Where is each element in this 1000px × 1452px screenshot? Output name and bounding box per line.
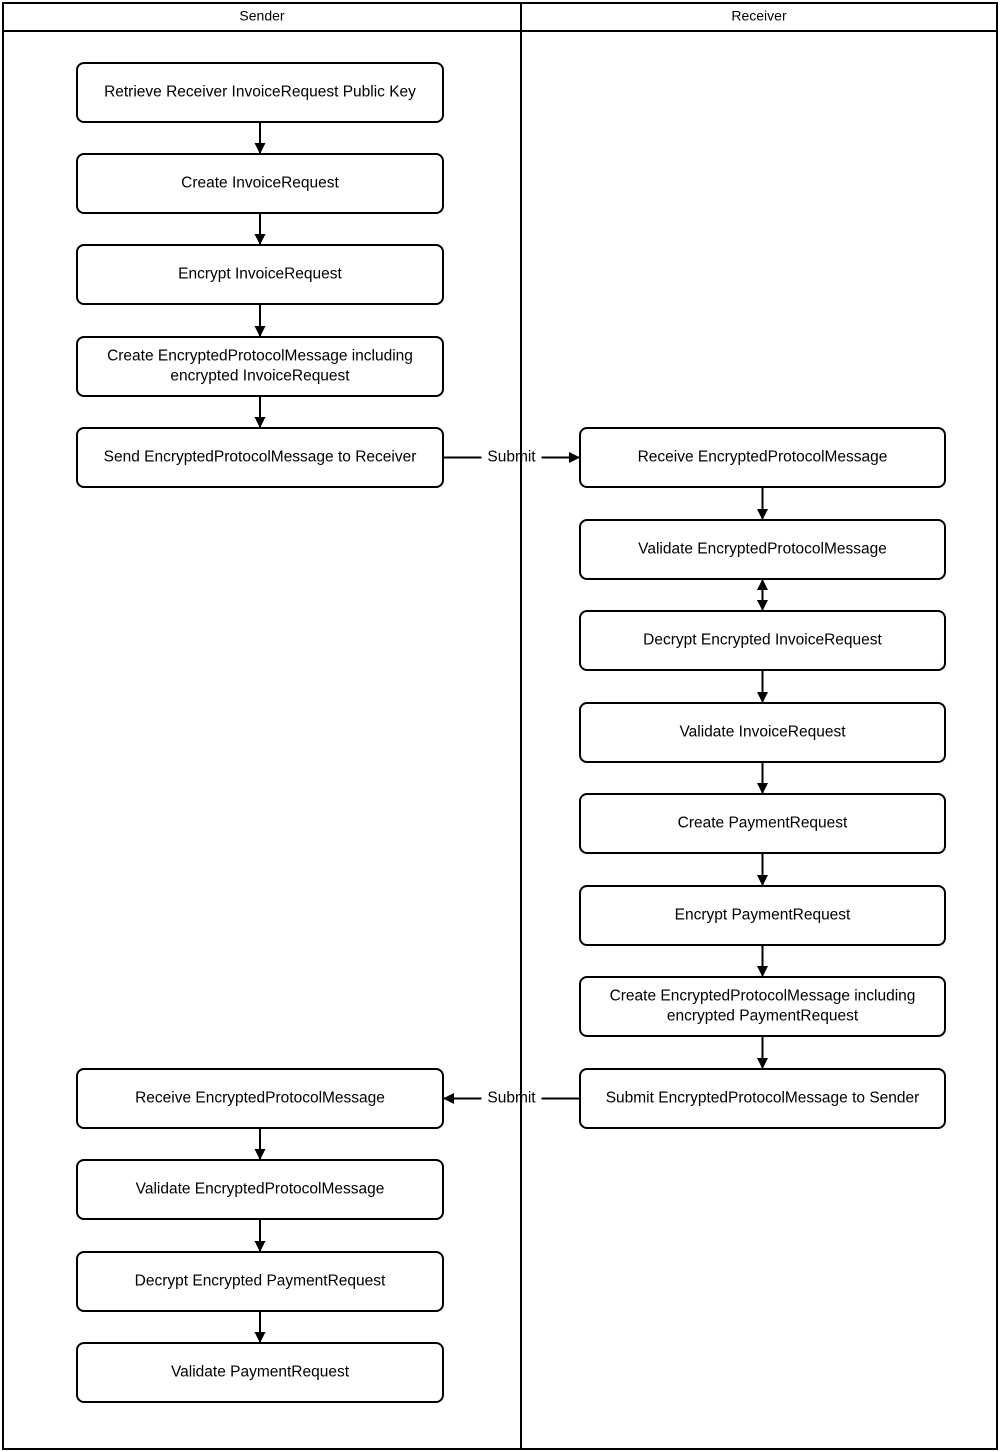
- flow-edge: [254, 304, 266, 337]
- arrowhead-up: [757, 579, 768, 590]
- flow-node[interactable]: Encrypt InvoiceRequest: [76, 244, 444, 305]
- flow-node[interactable]: Validate EncryptedProtocolMessage: [76, 1159, 444, 1220]
- flow-edge: [757, 579, 768, 611]
- flow-node[interactable]: Validate PaymentRequest: [76, 1342, 444, 1403]
- flow-edge: [254, 122, 266, 154]
- flow-node[interactable]: Decrypt Encrypted InvoiceRequest: [579, 610, 946, 671]
- flow-node[interactable]: Submit EncryptedProtocolMessage to Sende…: [579, 1068, 946, 1129]
- nodes-layer: Retrieve Receiver InvoiceRequest Public …: [76, 62, 946, 1403]
- flow-edge: [757, 762, 768, 794]
- node-label: Create EncryptedProtocolMessage includin…: [107, 348, 413, 365]
- arrowhead-left: [443, 1093, 454, 1104]
- node-label: Validate PaymentRequest: [171, 1364, 350, 1381]
- flow-node[interactable]: Receive EncryptedProtocolMessage: [579, 427, 946, 488]
- flow-node[interactable]: Decrypt Encrypted PaymentRequest: [76, 1251, 444, 1312]
- arrowhead-down: [254, 143, 266, 154]
- arrowhead-down: [254, 234, 266, 245]
- flow-edge: [254, 1219, 266, 1252]
- arrowhead-down: [757, 600, 768, 611]
- node-label: encrypted InvoiceRequest: [170, 368, 350, 385]
- node-label: Submit EncryptedProtocolMessage to Sende…: [606, 1090, 920, 1107]
- flow-edge: [254, 396, 266, 428]
- node-label: Validate EncryptedProtocolMessage: [136, 1181, 385, 1198]
- node-label: Encrypt PaymentRequest: [675, 907, 851, 924]
- flow-node[interactable]: Create InvoiceRequest: [76, 153, 444, 214]
- arrowhead-down: [254, 326, 266, 337]
- flow-node[interactable]: Create PaymentRequest: [579, 793, 946, 854]
- node-label: encrypted PaymentRequest: [667, 1008, 859, 1025]
- node-label: Encrypt InvoiceRequest: [178, 266, 342, 283]
- lane-title-sender: Sender: [239, 8, 284, 24]
- arrowhead-down: [757, 875, 768, 886]
- arrowhead-down: [757, 509, 768, 520]
- node-label: Validate InvoiceRequest: [679, 724, 846, 741]
- flow-edge: [757, 1036, 768, 1069]
- node-label: Receive EncryptedProtocolMessage: [638, 449, 888, 466]
- flow-edge: [254, 1128, 266, 1160]
- flow-edge: [254, 213, 266, 245]
- node-label: Retrieve Receiver InvoiceRequest Public …: [104, 84, 416, 101]
- arrowhead-down: [254, 1149, 266, 1160]
- node-label: Decrypt Encrypted PaymentRequest: [135, 1273, 386, 1290]
- arrowhead-down: [254, 1332, 266, 1343]
- flow-node[interactable]: Create EncryptedProtocolMessage includin…: [76, 336, 444, 397]
- arrowhead-down: [757, 1058, 768, 1069]
- flow-node[interactable]: Send EncryptedProtocolMessage to Receive…: [76, 427, 444, 488]
- arrowhead-down: [254, 417, 266, 428]
- flow-node[interactable]: Receive EncryptedProtocolMessage: [76, 1068, 444, 1129]
- node-label: Receive EncryptedProtocolMessage: [135, 1090, 385, 1107]
- node-label: Validate EncryptedProtocolMessage: [638, 541, 887, 558]
- arrowhead-down: [757, 692, 768, 703]
- edge-label: Submit: [487, 1090, 536, 1107]
- node-box-s4[interactable]: [76, 336, 444, 397]
- flow-node[interactable]: Encrypt PaymentRequest: [579, 885, 946, 946]
- edge-label: Submit: [487, 449, 536, 466]
- flow-node[interactable]: Validate InvoiceRequest: [579, 702, 946, 763]
- arrowhead-down: [757, 783, 768, 794]
- node-label: Decrypt Encrypted InvoiceRequest: [643, 632, 882, 649]
- flow-edge: [757, 670, 768, 703]
- arrowhead-right: [569, 452, 580, 463]
- node-box-r7[interactable]: [579, 976, 946, 1037]
- arrowhead-down: [757, 966, 768, 977]
- node-label: Create InvoiceRequest: [181, 175, 339, 192]
- node-label: Send EncryptedProtocolMessage to Receive…: [104, 449, 417, 466]
- flow-node[interactable]: Validate EncryptedProtocolMessage: [579, 519, 946, 580]
- flow-edge: [757, 945, 768, 977]
- flow-edge: [757, 853, 768, 886]
- lane-title-receiver: Receiver: [731, 8, 787, 24]
- flow-edge: [757, 487, 768, 520]
- arrowhead-down: [254, 1241, 266, 1252]
- node-label: Create EncryptedProtocolMessage includin…: [610, 988, 916, 1005]
- flow-edge: [254, 1311, 266, 1343]
- flow-edge: Submit: [443, 1090, 580, 1107]
- flow-edge: Submit: [443, 449, 580, 466]
- flow-node[interactable]: Retrieve Receiver InvoiceRequest Public …: [76, 62, 444, 123]
- flow-node[interactable]: Create EncryptedProtocolMessage includin…: [579, 976, 946, 1037]
- node-label: Create PaymentRequest: [678, 815, 848, 832]
